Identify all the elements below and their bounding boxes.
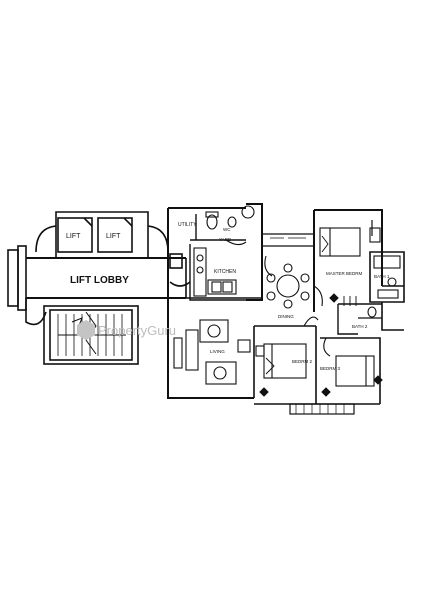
label-yard: YARD bbox=[219, 237, 232, 242]
label-lift-lobby: LIFT LOBBY bbox=[70, 275, 129, 286]
label-wc: WC bbox=[223, 227, 231, 232]
lift-core bbox=[7, 211, 191, 365]
label-dining: DINING bbox=[278, 314, 294, 319]
label-living: LIVING bbox=[210, 349, 225, 354]
watermark-text: PropertyGuru bbox=[98, 323, 176, 338]
propertyguru-logo-icon bbox=[77, 320, 95, 340]
label-bedrm-2: BEDRM 2 bbox=[292, 359, 313, 364]
label-utility: UTILITY bbox=[178, 222, 197, 228]
label-bedrm-3: BEDRM 3 bbox=[320, 366, 341, 371]
fixtures bbox=[173, 205, 401, 397]
watermark: PropertyGuru bbox=[77, 320, 176, 340]
label-master-bedrm: MASTER BEDRM bbox=[326, 271, 363, 276]
label-lift-2: LIFT bbox=[106, 233, 121, 240]
label-lift-1: LIFT bbox=[66, 233, 81, 240]
label-bath-1: BATH 1 bbox=[374, 274, 390, 279]
room-labels: LIFT LIFT LIFT LOBBY UTILITY WC YARD KIT… bbox=[66, 222, 390, 371]
label-kitchen: KITCHEN bbox=[214, 269, 236, 275]
label-bath-2: BATH 2 bbox=[352, 324, 368, 329]
